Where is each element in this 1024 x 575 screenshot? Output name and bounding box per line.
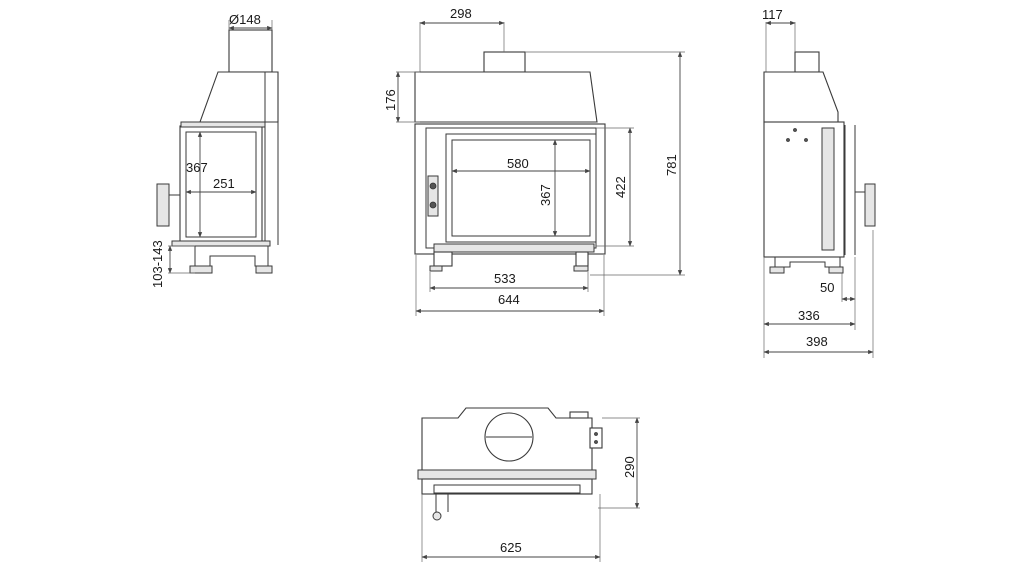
front-view: 298 176 580 367 422 781	[383, 6, 685, 316]
top-front-frame	[417, 469, 597, 480]
door-depth-label: 251	[213, 176, 235, 191]
right-frame	[821, 127, 835, 251]
glass-height-label: 367	[538, 184, 553, 206]
leg-right	[255, 265, 273, 274]
top-depth-label: 290	[622, 456, 637, 478]
handle	[156, 183, 170, 227]
total-depth-label: 398	[806, 334, 828, 349]
leg-height-range-label: 103-143	[150, 240, 165, 288]
base-plate	[171, 240, 271, 247]
body-depth-label: 336	[798, 308, 820, 323]
leg-left	[189, 265, 213, 274]
hood	[199, 71, 279, 123]
left-side-view: Ø148 367 251 103-143	[150, 12, 279, 288]
base-width-label: 533	[494, 271, 516, 286]
front-body	[414, 123, 606, 255]
flue-pipe	[228, 29, 273, 73]
front-top-height-label: 176	[383, 89, 398, 111]
door-frame	[179, 125, 263, 244]
front-flue	[483, 51, 526, 73]
right-flue	[794, 51, 820, 73]
ash-rail	[433, 243, 595, 253]
door-height-label: 367	[186, 160, 208, 175]
total-height-label: 781	[664, 154, 679, 176]
total-width-label: 644	[498, 292, 520, 307]
opening-height-label: 422	[613, 176, 628, 198]
hinge	[427, 175, 439, 217]
right-flue-offset-label: 117	[762, 7, 783, 22]
top-width-label: 625	[500, 540, 522, 555]
right-hood	[763, 71, 839, 123]
right-handle	[864, 183, 876, 227]
front-flue-offset-label: 298	[450, 6, 472, 21]
right-side-view: 117 50 336 398	[762, 7, 876, 358]
frame-depth-label: 50	[820, 280, 834, 295]
front-hood	[414, 71, 598, 123]
top-view: 290 625	[417, 407, 640, 562]
glass-width-label: 580	[507, 156, 529, 171]
glass-panel	[445, 133, 597, 243]
flue-diameter-label: Ø148	[229, 12, 261, 27]
